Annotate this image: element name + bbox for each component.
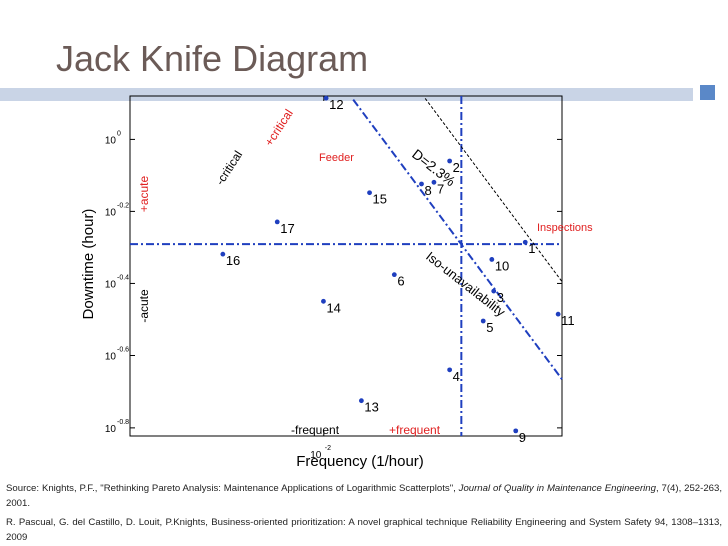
minus-critical-label: -critical	[213, 148, 245, 187]
x-tick-base: 10	[310, 450, 322, 461]
data-point-label: 12	[329, 97, 343, 112]
data-point	[491, 288, 497, 294]
data-point-label: 15	[373, 192, 387, 207]
data-point	[367, 190, 372, 196]
minus-acute-label: -acute	[137, 289, 151, 323]
y-tick-exponent: -0.6	[117, 347, 129, 354]
data-point-label: 3	[497, 290, 504, 305]
data-point	[480, 318, 486, 324]
x-axis-label: Frequency (1/hour)	[296, 453, 424, 470]
data-point	[513, 428, 519, 434]
data-point-label: 1	[528, 241, 535, 256]
data-point	[447, 158, 453, 164]
source-journal: Journal of Quality in Maintenance Engine…	[458, 483, 656, 494]
data-point-label: 2	[453, 160, 460, 175]
y-tick-label: 10	[105, 207, 117, 218]
data-point-label: 16	[226, 253, 240, 268]
data-point-label: 9	[519, 430, 526, 445]
data-point	[555, 311, 561, 317]
source-text-before: R. Pascual, G. del Castillo, D. Louit, P…	[6, 517, 722, 543]
y-tick-label: 10	[105, 352, 117, 363]
y-tick-label: 10	[105, 279, 117, 290]
data-point-label: 7	[437, 181, 444, 196]
data-point-label: 10	[495, 258, 509, 273]
jack-knife-chart: 10010-0.210-0.410-0.610-0.810-2Frequency…	[80, 95, 593, 470]
data-point	[431, 179, 437, 185]
data-point-label: 8	[425, 183, 432, 198]
data-point-label: 17	[280, 221, 294, 236]
source-text-after: , 7(4), 252-263, 2001.	[6, 483, 722, 509]
data-point-label: 4	[453, 369, 460, 384]
slide-title: Jack Knife Diagram	[56, 38, 369, 79]
data-point	[522, 239, 528, 245]
plus-critical-label: +critical	[262, 107, 296, 149]
d-limit-line	[424, 98, 563, 282]
source-citation-pascual: R. Pascual, G. del Castillo, D. Louit, P…	[6, 515, 722, 545]
inspections-label: Inspections	[537, 222, 593, 234]
data-point-label: 6	[397, 274, 404, 289]
source-text-before: Source: Knights, P.F., "Rethinking Paret…	[6, 483, 459, 494]
y-tick-base: 10	[105, 135, 117, 146]
data-point	[447, 367, 453, 373]
data-point	[274, 219, 280, 225]
data-point	[391, 272, 397, 278]
y-tick-exponent: -0.8	[117, 419, 129, 426]
data-point-label: 11	[561, 313, 575, 328]
data-point-label: 13	[364, 400, 378, 415]
y-tick-exponent: -0.2	[117, 202, 129, 209]
feeder-label: Feeder	[319, 152, 354, 164]
y-tick-label: 10	[105, 135, 117, 146]
y-tick-base: 10	[105, 352, 117, 363]
data-point-label: 14	[326, 300, 340, 315]
y-tick-label: 10	[105, 424, 117, 435]
y-axis-label: Downtime (hour)	[80, 209, 97, 320]
title-underline-bar	[0, 88, 693, 101]
data-point-label: 5	[486, 320, 493, 335]
plus-frequent-label: +frequent	[389, 423, 441, 437]
data-point	[220, 251, 226, 257]
x-tick-exponent: -2	[325, 445, 331, 452]
minus-frequent-label: -frequent	[291, 423, 340, 437]
title-accent-square	[700, 85, 715, 100]
data-point	[419, 181, 424, 187]
data-point	[323, 95, 329, 101]
data-point	[489, 257, 495, 262]
iso-unavailability-line	[352, 98, 563, 380]
y-tick-base: 10	[105, 279, 117, 290]
source-citation-knights: Source: Knights, P.F., "Rethinking Paret…	[6, 481, 722, 511]
y-tick-base: 10	[105, 207, 117, 218]
plus-acute-label: +acute	[137, 175, 151, 212]
plot-frame	[129, 95, 563, 437]
y-tick-base: 10	[105, 424, 117, 435]
data-point	[321, 298, 326, 304]
y-tick-exponent: 0	[117, 130, 121, 137]
data-point	[358, 398, 364, 404]
y-tick-exponent: -0.4	[117, 274, 129, 281]
